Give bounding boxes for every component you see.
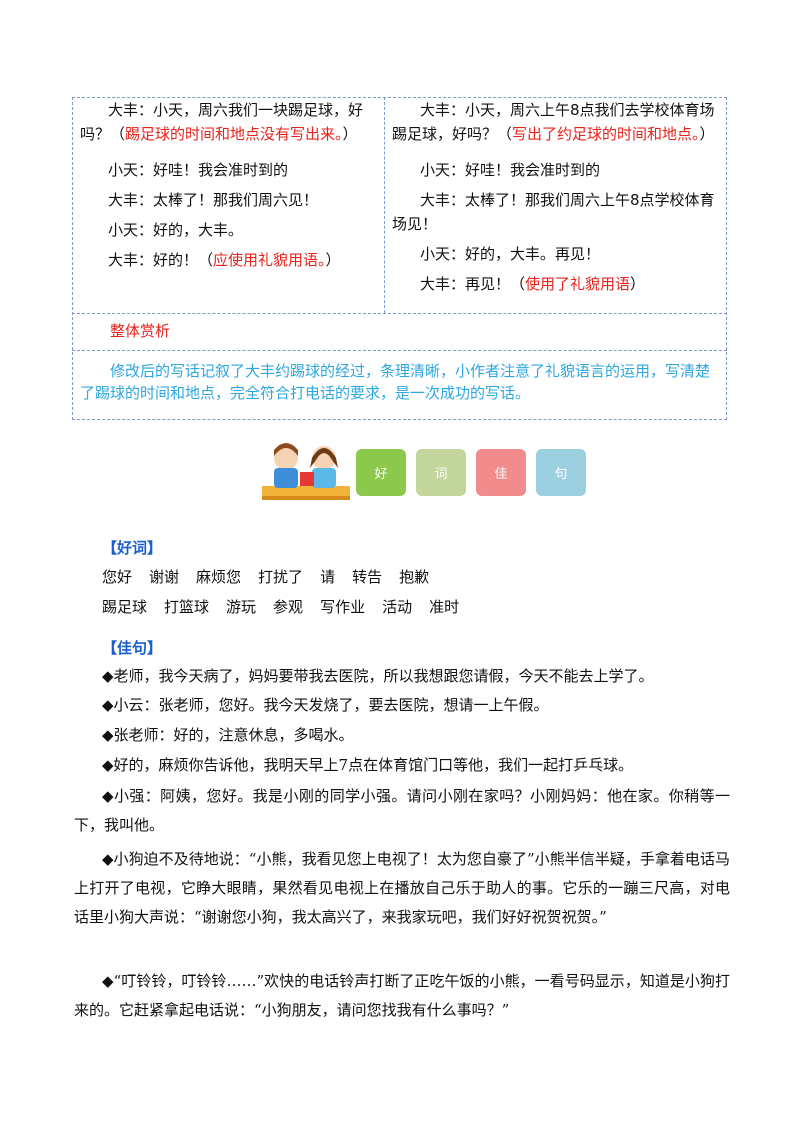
- dialogue-text: 小天：好的，大丰。: [108, 221, 244, 239]
- good-word: 打篮球: [164, 598, 210, 616]
- paragraph-item: ◆“叮铃铃，叮铃铃……”欢快的电话铃声打断了正吃午饭的小熊，一看号码显示，知道是…: [74, 972, 730, 1019]
- summary-heading: 整体赏析: [110, 322, 171, 340]
- good-words-row: 踢足球打篮球游玩参观写作业活动准时: [102, 596, 476, 617]
- dialogue-line: 大丰：好的！（应使用礼貌用语。）: [80, 248, 380, 272]
- good-word: 麻烦您: [196, 568, 242, 586]
- good-word: 参观: [273, 598, 304, 616]
- good-word: 谢谢: [149, 568, 180, 586]
- dialogue-line: 大丰：小天，周六上午8点我们去学校体育场踢足球，好吗？（写出了约足球的时间和地点…: [392, 98, 722, 146]
- section-tile: 好: [356, 449, 406, 496]
- good-word: 活动: [382, 598, 413, 616]
- comment-text: 写出了约足球的时间和地点。: [512, 125, 700, 143]
- sentence-item: ◆老师，我今天病了，妈妈要带我去医院，所以我想跟您请假，今天不能去上学了。: [102, 667, 654, 685]
- paragraph-item: ◆小狗迫不及待地说：“小熊，我看见您上电视了！太为您自豪了”小熊半信半疑，手拿着…: [74, 850, 730, 926]
- good-word: 游玩: [226, 598, 257, 616]
- good-words-heading: 【好词】: [102, 539, 163, 557]
- dialogue-text: ）: [325, 251, 341, 269]
- sentence-item: ◆好的，麻烦你告诉他，我明天早上7点在体育馆门口等他，我们一起打乒乓球。: [102, 756, 634, 774]
- dialogue-line: 大丰：太棒了！那我们周六上午8点学校体育场见！: [392, 188, 722, 236]
- good-word: 打扰了: [258, 568, 304, 586]
- comment-text: 使用了礼貌用语: [525, 275, 631, 293]
- section-tile: 句: [536, 449, 586, 496]
- dialogue-line: 大丰：太棒了！那我们周六见！: [80, 188, 380, 212]
- dialogue-line: 小天：好哇！我会准时到的: [80, 158, 380, 182]
- divider-line: [72, 350, 727, 351]
- good-word: 请: [320, 568, 336, 586]
- good-word: 转告: [352, 568, 383, 586]
- dialogue-line: 小天：好的，大丰。再见！: [392, 242, 722, 266]
- comparison-frame: [72, 97, 727, 420]
- divider-line: [72, 313, 727, 314]
- section-tile: 词: [416, 449, 466, 496]
- reading-children-icon: [262, 443, 350, 500]
- dialogue-line: 大丰：再见！（使用了礼貌用语）: [392, 272, 722, 296]
- dialogue-text: 小天：好的，大丰。再见！: [420, 245, 601, 263]
- dialogue-text: 大丰：小天，周六上午8点我们去学校体育场踢足球，好吗？（: [392, 101, 715, 143]
- dialogue-text: ）: [630, 275, 646, 293]
- dialogue-text: 小天：好哇！我会准时到的: [420, 161, 601, 179]
- column-divider: [384, 97, 385, 313]
- comment-text: 应使用礼貌用语。: [213, 251, 326, 269]
- dialogue-text: ）: [342, 125, 358, 143]
- dialogue-line: 大丰：小天，周六我们一块踢足球，好吗？（踢足球的时间和地点没有写出来。）: [80, 98, 380, 146]
- dialogue-text: 大丰：太棒了！那我们周六见！: [108, 191, 319, 209]
- good-word: 踢足球: [102, 598, 148, 616]
- original-dialogue: 大丰：小天，周六我们一块踢足球，好吗？（踢足球的时间和地点没有写出来。）小天：好…: [80, 98, 380, 272]
- dialogue-text: 大丰：再见！（: [420, 275, 526, 293]
- good-word: 准时: [429, 598, 460, 616]
- summary-text: 修改后的写话记叙了大丰约踢球的经过，条理清晰，小作者注意了礼貌语言的运用，写清楚…: [80, 362, 711, 402]
- dialogue-line: 小天：好哇！我会准时到的: [392, 158, 722, 182]
- dialogue-text: 大丰：小天，周六我们一块踢足球，好吗？（: [80, 101, 364, 143]
- dialogue-line: 小天：好的，大丰。: [80, 218, 380, 242]
- good-sentences-heading: 【佳句】: [102, 639, 163, 657]
- paragraph-item: ◆小强：阿姨，您好。我是小刚的同学小强。请问小刚在家吗？小刚妈妈：他在家。你稍等…: [74, 787, 730, 834]
- comment-text: 踢足球的时间和地点没有写出来。: [125, 125, 343, 143]
- good-word: 抱歉: [399, 568, 430, 586]
- sentence-item: ◆小云：张老师，您好。我今天发烧了，要去医院，想请一上午假。: [102, 696, 549, 714]
- sentence-item: ◆张老师：好的，注意休息，多喝水。: [102, 726, 354, 744]
- dialogue-text: 大丰：太棒了！那我们周六上午8点学校体育场见！: [392, 191, 715, 233]
- good-words-row: 您好谢谢麻烦您打扰了请转告抱歉: [102, 566, 446, 587]
- good-word: 您好: [102, 568, 133, 586]
- revised-dialogue: 大丰：小天，周六上午8点我们去学校体育场踢足球，好吗？（写出了约足球的时间和地点…: [392, 98, 722, 296]
- section-tile: 佳: [476, 449, 526, 496]
- dialogue-text: ）: [699, 125, 715, 143]
- good-word: 写作业: [320, 598, 366, 616]
- dialogue-text: 小天：好哇！我会准时到的: [108, 161, 289, 179]
- dialogue-text: 大丰：好的！（: [108, 251, 214, 269]
